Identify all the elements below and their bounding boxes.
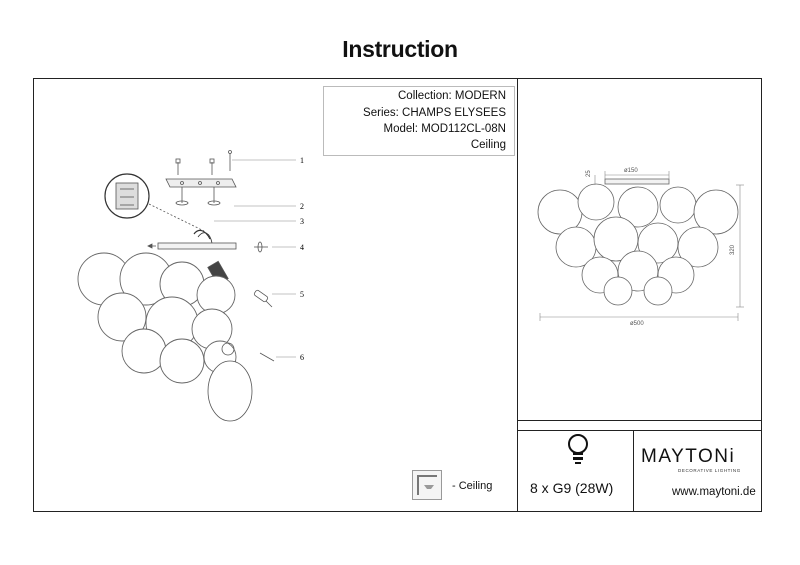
- vertical-divider: [517, 78, 518, 512]
- brand-logo: MAYTONi: [641, 446, 736, 467]
- glass-shades: [77, 252, 237, 384]
- mounting-bracket: [165, 178, 237, 206]
- mounting-label: - Ceiling: [452, 480, 493, 492]
- footer-divider: [633, 430, 634, 512]
- bulb-part: [253, 289, 273, 308]
- website-link[interactable]: www.maytoni.de: [672, 486, 756, 498]
- type-text: Ceiling: [470, 139, 506, 151]
- dimension-drawing: ø150 25 320 ø500: [537, 168, 744, 327]
- dimension-lines: [539, 171, 744, 321]
- part-number-3: 3: [300, 217, 304, 226]
- assembly-diagram: 1 2 3 4 5 6: [77, 150, 304, 422]
- screw-part: [175, 150, 232, 175]
- single-shade: [207, 342, 275, 422]
- part-number-6: 6: [300, 353, 304, 362]
- ceiling-mount-icon: [412, 470, 442, 500]
- dim-width: ø500: [630, 321, 644, 327]
- instruction-frame: [33, 78, 762, 512]
- page-title: Instruction: [342, 36, 458, 62]
- part-number-4: 4: [300, 243, 304, 252]
- leader-lines: [214, 159, 296, 358]
- part-number-1: 1: [300, 156, 304, 165]
- horizontal-divider-2: [517, 430, 762, 431]
- brand-tagline: DECORATIVE LIGHTING: [678, 468, 741, 473]
- dim-top-height: 25: [586, 170, 592, 177]
- horizontal-divider: [517, 420, 762, 421]
- canopy-outline: [604, 178, 670, 185]
- light-bulb-icon: [563, 430, 593, 475]
- part-number-2: 2: [300, 202, 304, 211]
- series-text: Series: CHAMPS ELYSEES: [363, 107, 506, 119]
- product-info-box: Collection: MODERN Series: CHAMPS ELYSEE…: [323, 86, 515, 156]
- dim-height: 320: [730, 244, 736, 255]
- collection-text: Collection: MODERN: [398, 90, 506, 102]
- part-number-5: 5: [300, 290, 304, 299]
- wire-connector-detail: [104, 173, 205, 232]
- model-text: Model: MOD112CL-08N: [383, 123, 506, 135]
- dim-top-width: ø150: [624, 168, 638, 174]
- canopy-part: [157, 242, 237, 250]
- lamp-spec: 8 x G9 (28W): [530, 480, 614, 496]
- shade-cluster-outline: [537, 183, 739, 306]
